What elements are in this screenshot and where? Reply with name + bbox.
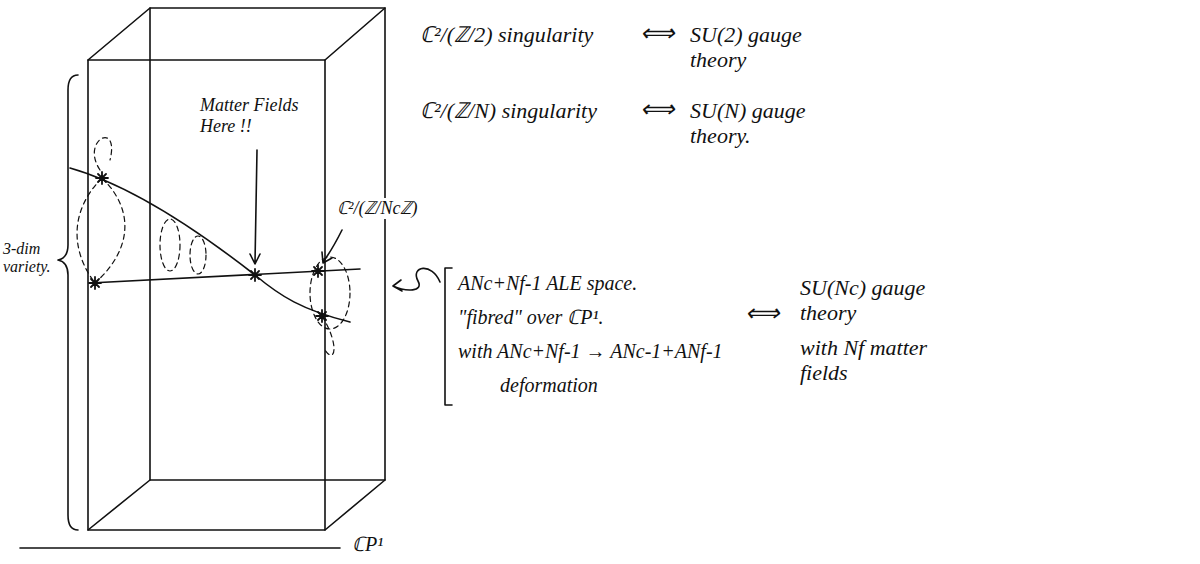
cube-back-face bbox=[150, 8, 385, 480]
statement: deformation bbox=[500, 374, 598, 397]
callout-note: Matter Fields Here !! bbox=[200, 95, 315, 136]
curly-brace bbox=[58, 75, 78, 530]
statement: ANc+Nf-1 ALE space. bbox=[458, 272, 637, 295]
leader-arrow bbox=[322, 230, 342, 263]
statement: "fibred" over ℂP¹. bbox=[458, 306, 604, 329]
base-label: ℂP¹ bbox=[352, 533, 383, 556]
caption-note: 3-dim variety. bbox=[3, 240, 55, 277]
singularity-label: ℂ²/(ℤ/Ncℤ) bbox=[335, 198, 419, 219]
base-line bbox=[20, 547, 340, 549]
curly-arrow bbox=[393, 268, 440, 291]
equivalence-symbol: ⟺ bbox=[640, 20, 674, 48]
statement: ℂ²/(ℤ/2) singularity bbox=[420, 22, 593, 47]
statement: SU(2) gauge theory bbox=[690, 22, 820, 73]
singular-points bbox=[89, 172, 328, 322]
statement: ℂ²/(ℤ/N) singularity bbox=[420, 98, 597, 123]
statement: SU(Nc) gauge theory bbox=[800, 275, 950, 326]
cube-front-face bbox=[88, 60, 325, 530]
cube-edges bbox=[88, 8, 385, 530]
leader-arrow bbox=[250, 150, 260, 264]
statement: with Nf matter fields bbox=[800, 335, 950, 386]
equivalence-symbol: ⟺ bbox=[640, 96, 674, 124]
square-bracket bbox=[445, 268, 452, 405]
curve-upper bbox=[70, 168, 350, 322]
equivalence-symbol: ⟺ bbox=[745, 300, 779, 328]
statement: with ANc+Nf-1 → ANc-1+ANf-1 bbox=[458, 340, 723, 363]
statement: SU(N) gauge theory. bbox=[690, 98, 820, 149]
fibre-circles bbox=[77, 138, 350, 356]
